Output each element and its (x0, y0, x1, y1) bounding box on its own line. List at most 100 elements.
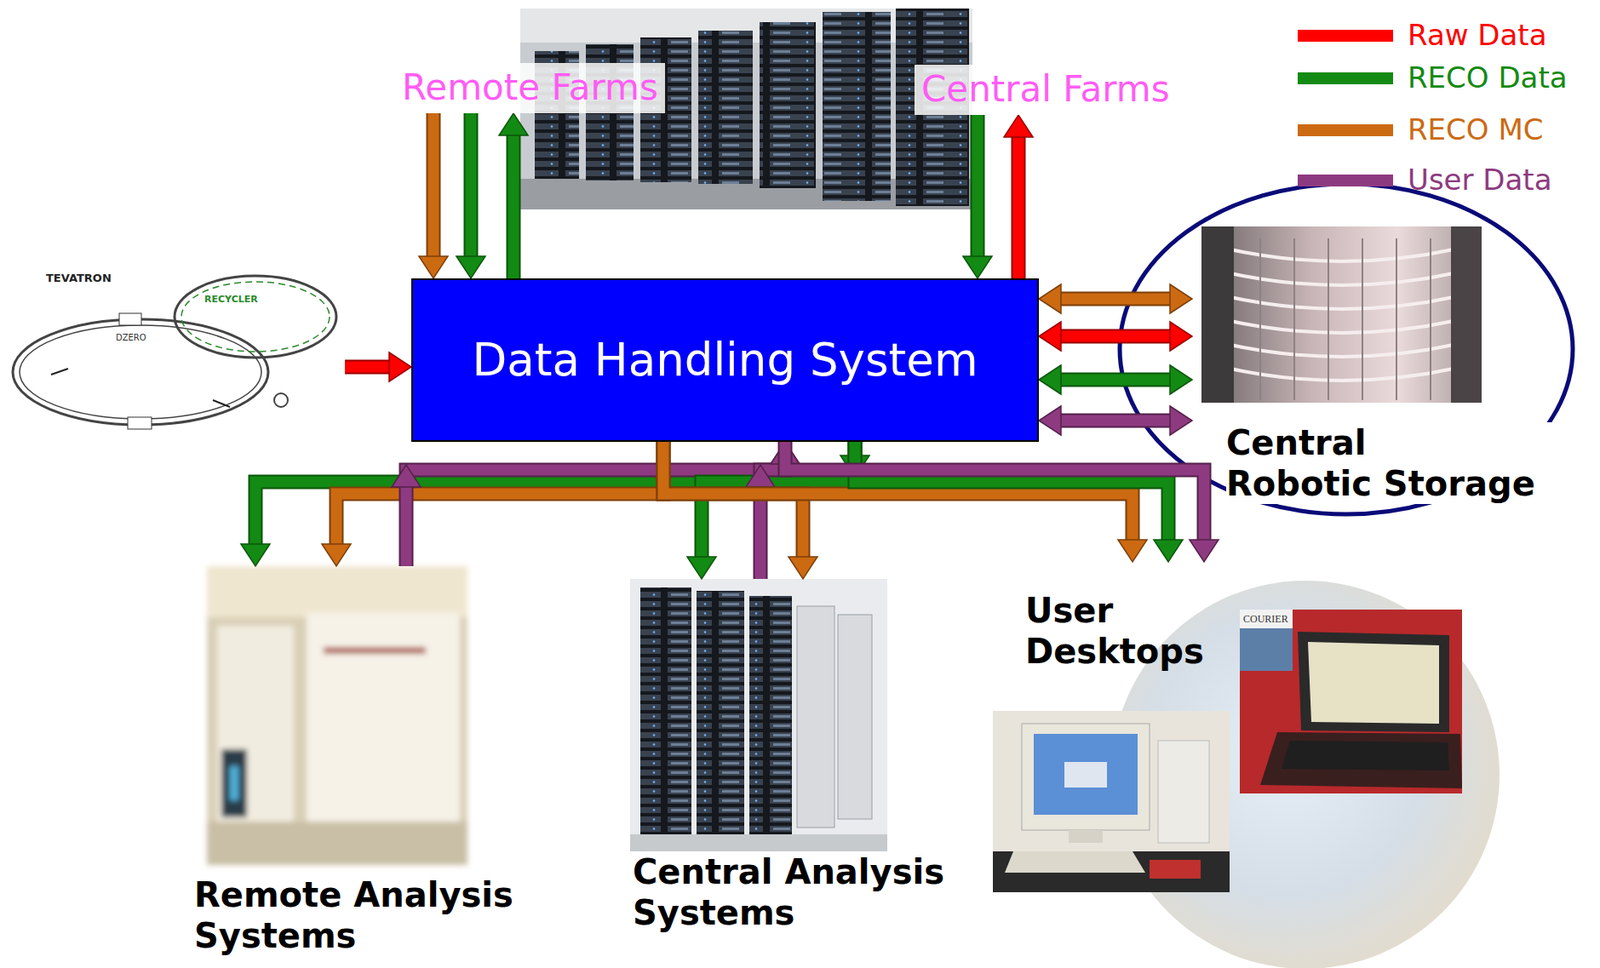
arrow-head (391, 464, 421, 488)
flow-arrow (687, 441, 855, 580)
arrow-head (1038, 284, 1061, 314)
arrow-head (1038, 365, 1061, 395)
arrow-head (240, 544, 270, 567)
arrow-outline (464, 113, 479, 262)
node-label: Remote Farms (401, 66, 659, 109)
central-analysis-photo-part (749, 596, 792, 835)
remote-analysis-photo-part (221, 749, 247, 818)
tape-robot-photo-part (1260, 238, 1431, 401)
legend-swatch (1297, 174, 1394, 187)
central-analysis-photo-part (640, 587, 692, 844)
flow-arrow (663, 441, 1147, 563)
arrow-head (1169, 406, 1193, 436)
tape-robot-photo (1201, 226, 1482, 403)
accelerator-drawing-part (51, 368, 230, 408)
process-box: Data Handling System (411, 278, 1039, 442)
photo-text: COURIER (1243, 613, 1289, 626)
node-label: Remote Analysis Systems (194, 874, 552, 957)
accelerator-drawing-part (19, 325, 262, 419)
server-farm-photo-part (759, 22, 816, 189)
central-analysis-photo-part (837, 614, 872, 820)
arrow-outline (344, 360, 395, 375)
arrow-shaft (428, 113, 440, 262)
arrow-shaft (1055, 293, 1176, 305)
accelerator-drawing (12, 275, 337, 430)
arrow-outline (1055, 372, 1176, 388)
arrow-head (389, 352, 412, 382)
desktop-photo-part (1004, 851, 1146, 873)
farm-label: Central Farms (914, 64, 1177, 115)
arrow-head (418, 256, 448, 279)
arrow-shaft (1055, 374, 1176, 386)
storage-node: Central Robotic Storage (1192, 226, 1576, 508)
remote-analysis-photo-part (229, 766, 239, 801)
arrow-head (1189, 539, 1219, 563)
arrow-head (1038, 406, 1061, 436)
desktop-node: User Desktops (992, 562, 1470, 896)
flow-arrow (418, 113, 448, 279)
laptop-photo-part (1239, 609, 1293, 629)
flow-arrow (663, 441, 818, 580)
arrow-head (498, 113, 528, 136)
server-farm-photo-part (822, 11, 891, 201)
desktop-photo-part (1064, 762, 1107, 788)
arrow-outline (663, 441, 1133, 545)
flow-arrow (1038, 406, 1193, 436)
arrow-shaft (336, 441, 664, 550)
flow-arrow (456, 113, 486, 279)
tape-robot-photo-part (1450, 226, 1482, 403)
legend-text: Raw Data (1407, 17, 1548, 53)
laptop-photo-part (1239, 609, 1293, 671)
flow-arrow (240, 441, 870, 567)
central-analysis-photo-part (696, 590, 745, 840)
legend-swatch (1297, 72, 1394, 85)
node-label: User Desktops (1025, 590, 1247, 672)
accelerator-drawing-part (181, 281, 330, 352)
arrow-shaft (854, 441, 1169, 545)
remote-analysis-photo-part (206, 566, 468, 618)
arrow-head (1169, 284, 1193, 314)
node-label: Data Handling System (461, 332, 988, 388)
arrow-outline (1055, 329, 1176, 345)
arrow-head (1153, 539, 1183, 563)
arrow-outline (785, 441, 1205, 545)
remote-analysis-photo (206, 566, 468, 866)
desktop-photo (992, 711, 1230, 893)
node-label: TEVATRON (45, 271, 112, 286)
arrow-outline (426, 113, 442, 262)
wrap-spacer (1387, 422, 1559, 424)
central-analysis-photo-part (797, 606, 835, 828)
node-label: Central Farms (921, 68, 1170, 111)
laptop-photo-part (1297, 631, 1450, 733)
desktop-photo-part (1068, 830, 1103, 844)
legend-swatch (1297, 29, 1394, 42)
laptop-photo-part (1281, 740, 1450, 771)
arrow-shaft (1055, 415, 1176, 427)
tape-robot-photo-part (1201, 226, 1482, 403)
node-label: DZERO (115, 332, 147, 344)
laptop-photo-part (1239, 609, 1463, 794)
arrow-shaft (1013, 131, 1025, 279)
analysis-node: Remote Analysis Systems (194, 566, 559, 964)
remote-analysis-photo-part (206, 566, 468, 866)
arrow-shaft (344, 361, 395, 373)
node-label: Central Robotic Storage (1226, 422, 1559, 505)
arrow-head (1169, 321, 1193, 351)
laptop-photo (1239, 609, 1463, 794)
arrow-shaft (508, 130, 520, 279)
arrow-head (1038, 321, 1061, 351)
accelerator-node: TEVATRONRECYCLERDZERO (10, 259, 345, 444)
arrow-outline (1011, 131, 1027, 279)
arrow-head (963, 256, 993, 279)
accelerator-drawing-part (174, 275, 337, 358)
arrow-head (1169, 365, 1193, 395)
flow-arrow (1038, 284, 1193, 314)
server-farm-photo-part (698, 30, 753, 184)
central-analysis-photo-part (630, 834, 888, 852)
flow-arrow (854, 441, 1183, 563)
farm-label: Remote Farms (395, 63, 666, 114)
desktop-photo-part (992, 711, 1230, 893)
arrow-head (1003, 114, 1033, 138)
flow-arrow (1003, 114, 1033, 279)
desktop-photo-part (1033, 734, 1138, 815)
